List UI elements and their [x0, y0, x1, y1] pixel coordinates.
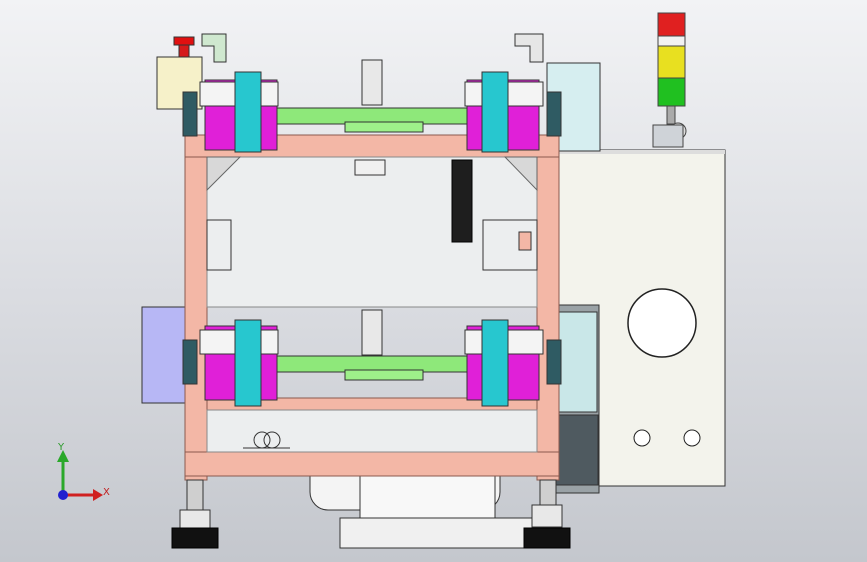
top-roller-assembly — [182, 59, 562, 176]
tower-light-yellow — [657, 35, 686, 47]
emergency-stop-button — [173, 36, 195, 58]
bottom-roller-assembly — [182, 309, 562, 407]
indicator-button-right — [683, 429, 701, 447]
tower-light-red — [657, 12, 686, 37]
bottom-clamp — [243, 431, 290, 449]
leveling-feet — [171, 479, 571, 549]
cabinet-round-window — [627, 288, 697, 358]
axis-label-x: X — [103, 487, 110, 498]
axis-label-y: Y — [58, 442, 65, 453]
tower-light-green — [657, 77, 686, 107]
signal-tower — [652, 12, 687, 148]
indicator-button-left — [633, 429, 651, 447]
coordinate-triad-icon — [57, 450, 103, 501]
vertical-sensor — [451, 159, 473, 243]
main-frame — [184, 134, 560, 481]
left-lavender-box — [141, 306, 188, 404]
